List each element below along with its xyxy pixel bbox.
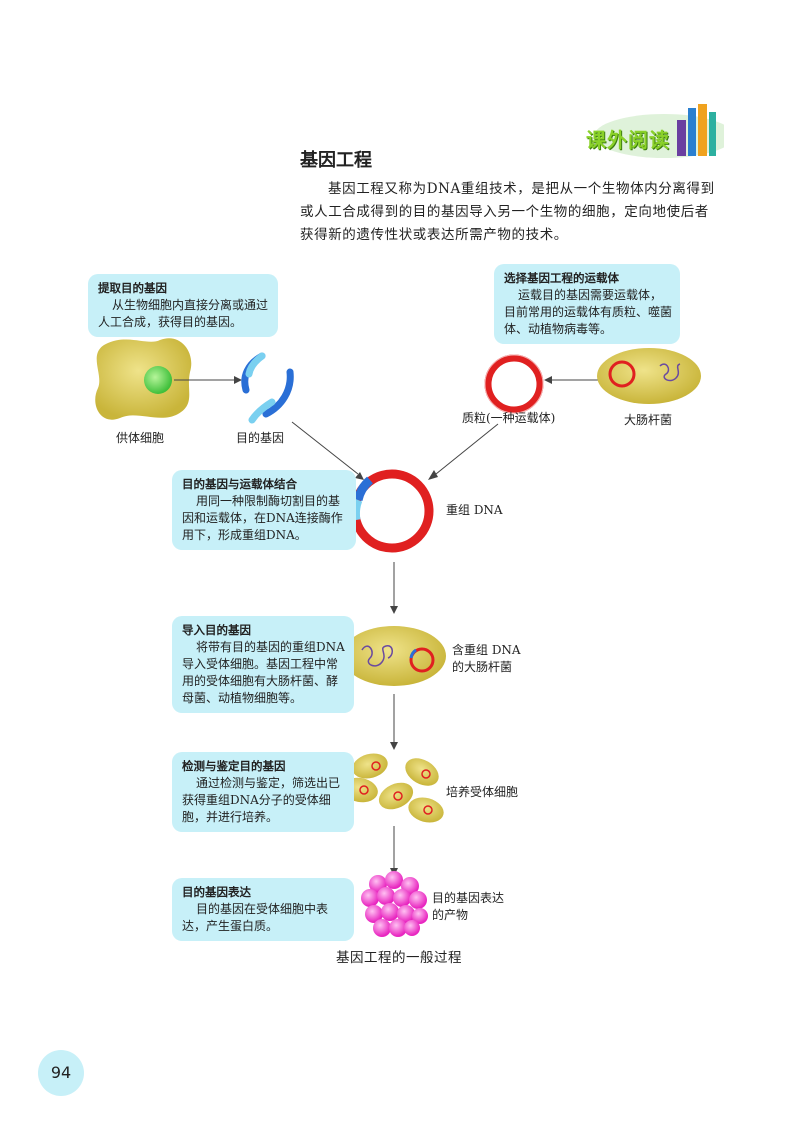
label-cultured-cells: 培养受体细胞 [446,785,519,799]
label-recombinant-dna: 重组 DNA [446,503,503,517]
express-heading: 目的基因表达 [182,885,251,899]
label-ecoli-with-dna: 含重组 DNA 的大肠杆菌 [452,643,521,674]
combine-box: 目的基因与运载体结合 用同一种限制酶切割目的基因和运载体，在DNA连接酶作用下，… [172,470,356,550]
extract-gene-heading: 提取目的基因 [98,281,167,295]
vector-text: 运载目的基因需要运载体，目前常用的运载体有质粒、噬菌体、动植物病毒等。 [504,288,673,336]
introduce-box: 导入目的基因 将带有目的基因的重组DNA导入受体细胞。基因工程中常用的受体细胞有… [172,616,354,713]
page-number: 94 [38,1050,84,1096]
recombinant-dna-icon [350,469,434,553]
figure-caption: 基因工程的一般过程 [336,950,462,966]
label-plasmid: 质粒(一种运载体) [462,411,556,425]
label-donor-cell: 供体细胞 [116,431,165,445]
recombinant-ecoli-icon [342,626,446,686]
gene-fragments-icon [241,352,294,424]
book-stack-icon [594,104,724,158]
vector-box: 选择基因工程的运载体 运载目的基因需要运载体，目前常用的运载体有质粒、噬菌体、动… [494,264,680,344]
vector-heading: 选择基因工程的运载体 [504,271,619,285]
express-text: 目的基因在受体细胞中表达，产生蛋白质。 [182,902,329,933]
ecoli-icon [597,348,701,404]
protein-product-icon [361,871,428,937]
cultured-cells-icon [342,753,444,823]
label-target-gene: 目的基因 [236,431,285,445]
detect-box: 检测与鉴定目的基因 通过检测与鉴定，筛选出已获得重组DNA分子的受体细胞，并进行… [172,752,354,832]
detect-text: 通过检测与鉴定，筛选出已获得重组DNA分子的受体细胞，并进行培养。 [182,776,341,824]
detect-heading: 检测与鉴定目的基因 [182,759,286,773]
label-ecoli: 大肠杆菌 [624,413,673,427]
combine-heading: 目的基因与运载体结合 [182,477,297,491]
extract-gene-box: 提取目的基因 从生物细胞内直接分离或通过人工合成，获得目的基因。 [88,274,278,337]
introduce-text: 将带有目的基因的重组DNA导入受体细胞。基因工程中常用的受体细胞有大肠杆菌、酵母… [182,640,345,705]
section-badge: 课外阅读 [586,128,670,152]
express-box: 目的基因表达 目的基因在受体细胞中表达，产生蛋白质。 [172,878,354,941]
intro-paragraph: 基因工程又称为DNA重组技术，是把从一个生物体内分离得到或人工合成得到的目的基因… [300,181,715,243]
combine-text: 用同一种限制酶切割目的基因和运载体，在DNA连接酶作用下，形成重组DNA。 [182,494,343,542]
extract-gene-text: 从生物细胞内直接分离或通过人工合成，获得目的基因。 [98,298,269,329]
plasmid-icon [484,354,544,414]
donor-cell-icon [95,338,192,420]
label-gene-product: 目的基因表达 的产物 [432,891,505,922]
introduce-heading: 导入目的基因 [182,623,251,637]
page-title: 基因工程 [300,150,372,171]
